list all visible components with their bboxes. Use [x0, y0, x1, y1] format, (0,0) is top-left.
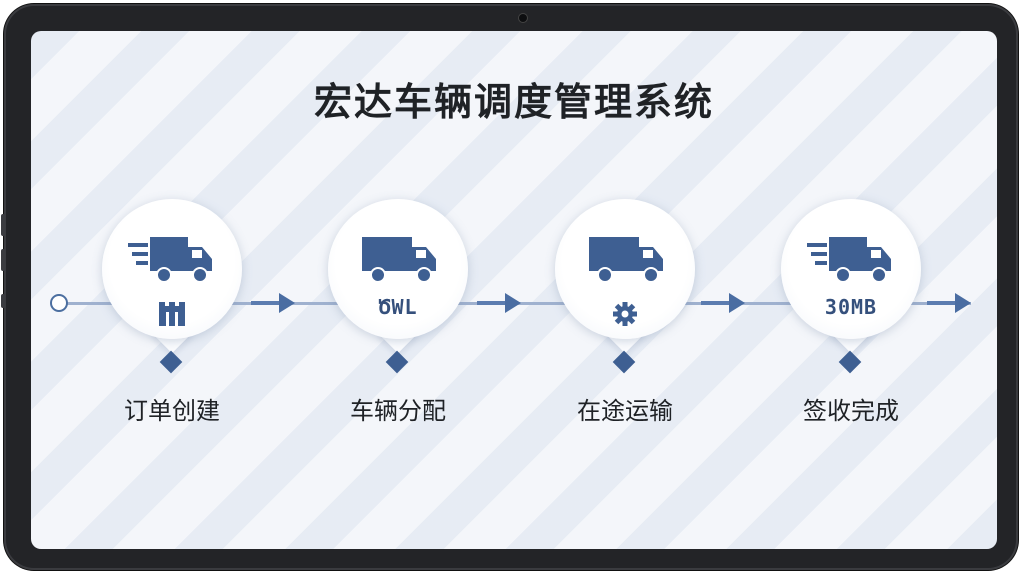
step-marker	[838, 350, 862, 374]
tablet-frame: 宏达车辆调度管理系统	[1, 4, 1018, 570]
camera-icon	[519, 14, 527, 22]
truck-speed-icon	[128, 237, 212, 283]
step-label: 签收完成	[803, 397, 899, 425]
step-marker	[612, 350, 636, 374]
arrow-shaft	[477, 301, 507, 305]
arrow-right-icon	[729, 293, 745, 313]
arrow-right-icon	[955, 293, 971, 313]
step-marker	[385, 350, 409, 374]
screen: 宏达车辆调度管理系统	[31, 31, 997, 549]
gear-icon	[613, 302, 637, 326]
step-label: 订单创建	[124, 397, 220, 425]
side-button	[1, 214, 5, 236]
step-badge: ԾWL	[378, 295, 418, 319]
page-title: 宏达车辆调度管理系统	[313, 80, 714, 124]
truck-icon	[589, 237, 663, 283]
step-label: 在途运输	[577, 397, 673, 425]
arrow-right-icon	[279, 293, 295, 313]
step-badge: 30MB	[824, 295, 878, 319]
step-label: 车辆分配	[350, 397, 446, 425]
step-marker	[159, 350, 183, 374]
arrow-shaft	[927, 301, 957, 305]
arrow-right-icon	[505, 293, 521, 313]
side-button	[1, 249, 5, 271]
timeline-start-node	[50, 294, 68, 312]
truck-speed-icon	[807, 237, 891, 283]
truck-icon	[362, 237, 436, 283]
side-button	[1, 294, 5, 308]
arrow-shaft	[251, 301, 281, 305]
warehouse-icon	[159, 302, 185, 326]
arrow-shaft	[701, 301, 731, 305]
